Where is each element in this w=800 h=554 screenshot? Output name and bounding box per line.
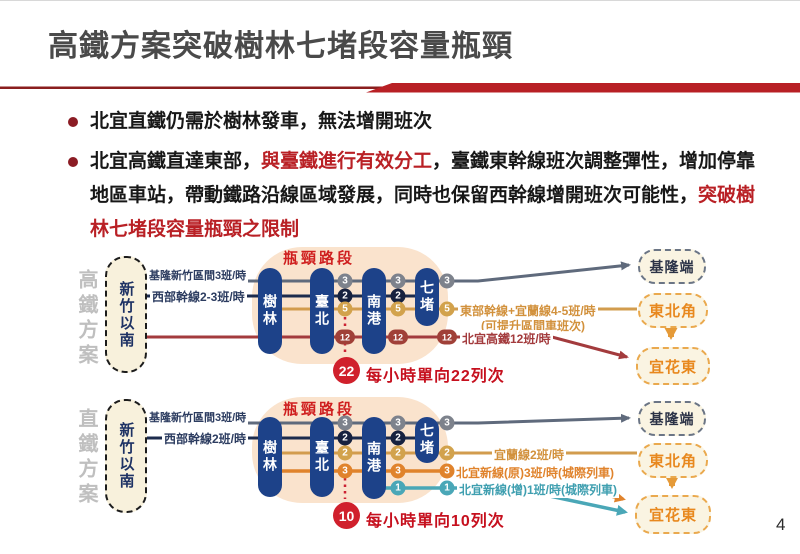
- total-trains-circle: 10: [333, 502, 360, 529]
- count-badge: 2: [390, 430, 406, 446]
- destination-northeast-corner: 東北角: [638, 293, 708, 328]
- count-badge: 12: [335, 329, 355, 345]
- bullet-2: 北宜高鐵直達東部，與臺鐵進行有效分工，臺鐵東幹線班次調整彈性，增加停靠地區車站，…: [62, 145, 758, 247]
- label-new-line-added: 北宜新線(增)1班/時(城際列車): [457, 481, 619, 498]
- count-badge: 3: [439, 415, 455, 431]
- destination-yilan-hualien-taitung: 宜花東: [635, 495, 711, 534]
- destination-keelung: 基隆端: [638, 249, 706, 284]
- count-badge: 3: [337, 415, 353, 431]
- bullet-icon: [68, 117, 78, 127]
- count-badge: 2: [390, 445, 406, 461]
- plan-side-label: 直鐵方案: [75, 408, 97, 508]
- station-shulin: 樹林: [258, 417, 282, 497]
- label-new-line-original: 北宜新線(原)3班/時(城際列車): [454, 464, 616, 481]
- station-nangang: 南港: [362, 268, 386, 354]
- count-badge: 12: [437, 329, 457, 345]
- count-badge: 3: [390, 463, 406, 479]
- count-badge: 3: [390, 273, 406, 289]
- count-badge: 12: [388, 329, 408, 345]
- count-badge: 2: [337, 288, 353, 304]
- bullet-2-part1: 北宜高鐵直達東部，: [90, 151, 262, 172]
- count-badge: 3: [439, 273, 455, 289]
- count-badge: 5: [439, 301, 455, 317]
- bullet-list: 北宜直鐵仍需於樹林發車，無法增開班次 北宜高鐵直達東部，與臺鐵進行有效分工，臺鐵…: [62, 105, 762, 253]
- page-title: 高鐵方案突破樹林七堵段容量瓶頸: [48, 30, 513, 63]
- bullet-2-part2-highlight: 與臺鐵進行有效分工: [261, 151, 433, 172]
- count-badge: 5: [337, 301, 353, 317]
- count-badge: 1: [439, 480, 455, 496]
- label-yilan-line: 宜蘭線2班/時: [492, 446, 567, 463]
- label-keelung-hsinchu: 基隆新竹區間3班/時: [147, 409, 249, 425]
- total-trains-label: 每小時單向10列次: [366, 513, 505, 530]
- label-eastern-trunk: 東部幹線+宜蘭線4-5班/時: [458, 302, 598, 319]
- bullet-1-text: 北宜直鐵仍需於樹林發車，無法增開班次: [90, 111, 433, 132]
- bullet-2-part3: ，臺鐵東幹線班次調整彈性，增加停靠地區車站，帶動鐵路沿線區域發展，同時也保留西幹…: [90, 151, 756, 206]
- station-qidu: 七堵: [415, 417, 439, 463]
- divider-thin-line: [0, 86, 392, 89]
- count-badge: 2: [390, 288, 406, 304]
- bottleneck-label: 瓶頸路段: [283, 250, 356, 267]
- keelung-hsinchu-line: [143, 413, 631, 425]
- origin-oval-south-of-hsinchu: 新竹以南: [105, 399, 147, 513]
- count-badge: 2: [439, 445, 455, 461]
- count-badge: 2: [337, 430, 353, 446]
- total-trains-label: 每小時單向22列次: [366, 368, 505, 385]
- station-taipei: 臺北: [310, 417, 334, 497]
- destination-keelung: 基隆端: [638, 401, 706, 436]
- title-divider: [0, 83, 800, 93]
- label-hsr: 北宜高鐵12班/時: [460, 330, 553, 347]
- count-badge: 2: [337, 445, 353, 461]
- bullet-1: 北宜直鐵仍需於樹林發車，無法增開班次: [62, 105, 758, 139]
- total-trains-circle: 22: [333, 357, 360, 384]
- station-nangang: 南港: [362, 417, 386, 499]
- station-taipei: 臺北: [310, 268, 334, 354]
- count-badge: 3: [337, 273, 353, 289]
- station-qidu: 七堵: [415, 268, 439, 326]
- station-shulin: 樹林: [258, 268, 282, 354]
- count-badge: 3: [390, 415, 406, 431]
- destination-northeast-corner: 東北角: [638, 443, 708, 478]
- count-badge: 5: [390, 301, 406, 317]
- label-keelung-hsinchu: 基隆新竹區間3班/時: [147, 267, 249, 283]
- page-number: 4: [776, 515, 786, 534]
- bottleneck-label: 瓶頸路段: [283, 401, 356, 418]
- plan-side-label: 高鐵方案: [75, 269, 97, 369]
- diagram-hsr-plan: 高鐵方案 新竹以南 瓶頸路段 樹林 臺北 南港 七堵 基隆新竹區間3班/時 西部…: [0, 241, 800, 396]
- divider-thick-band: [366, 83, 800, 93]
- label-western-trunk: 西部幹線2班/時: [162, 430, 249, 447]
- diagram-direct-rail-plan: 直鐵方案 新竹以南 瓶頸路段 樹林 臺北 南港 七堵 基隆新竹區間3班/時 西部…: [0, 396, 800, 554]
- bullet-2-part4-highlight: 突破樹林七堵段容量瓶頸之限制: [90, 185, 756, 240]
- count-badge: 1: [390, 480, 406, 496]
- count-badge: 3: [439, 463, 455, 479]
- destination-yilan-hualien-taitung: 宜花東: [636, 347, 710, 385]
- keelung-hsinchu-line: [143, 261, 631, 283]
- count-badge: 3: [337, 463, 353, 479]
- origin-oval-south-of-hsinchu: 新竹以南: [105, 256, 147, 373]
- bullet-2-text: 北宜高鐵直達東部，與臺鐵進行有效分工，臺鐵東幹線班次調整彈性，增加停靠地區車站，…: [90, 151, 755, 240]
- label-eastern-note: (可提升區間車班次): [481, 319, 585, 333]
- bullet-icon: [68, 157, 78, 167]
- label-western-trunk: 西部幹線2-3班/時: [150, 288, 247, 305]
